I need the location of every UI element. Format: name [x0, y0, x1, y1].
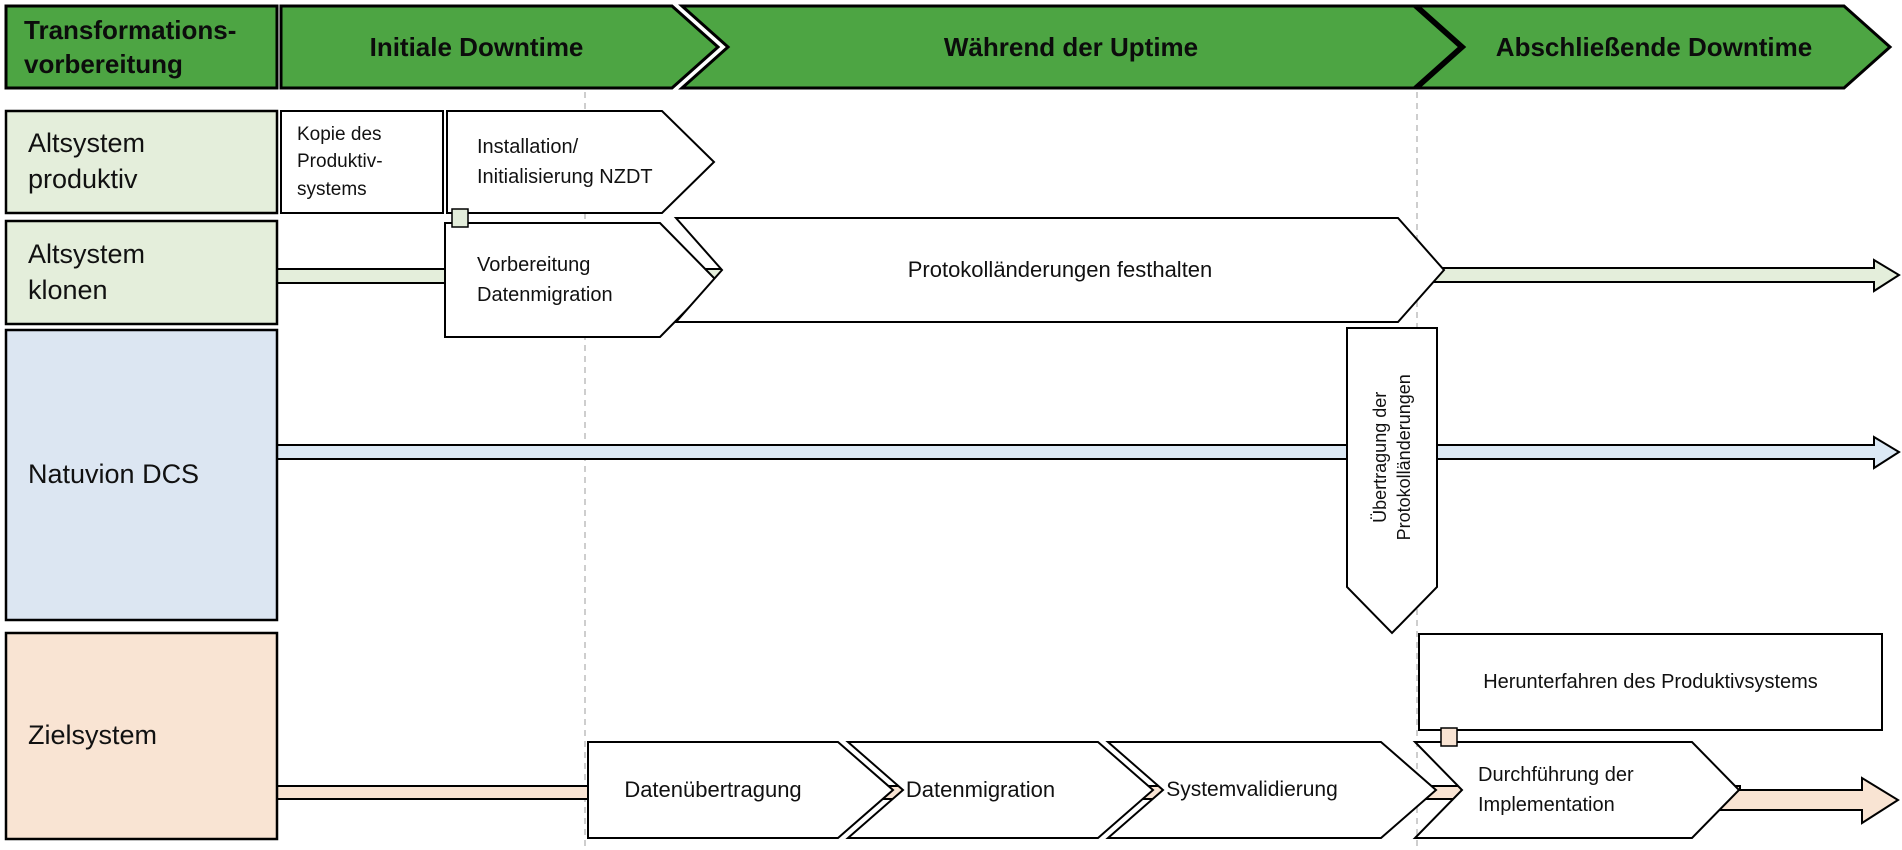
phase-label-initiale-downtime: Initiale Downtime [369, 31, 584, 62]
timeline-arrow-altsystem-klonen-right [1397, 258, 1901, 293]
step-label-kopie-produktivsystem: Kopie des Produktiv- systems [297, 123, 383, 200]
step-label-vorbereitung-datenmigration: Vorbereitung Datenmigration [477, 254, 613, 306]
step-label-datenuebertragung: Datenübertragung [624, 777, 802, 803]
phase-arrow-initiale-downtime [279, 4, 721, 90]
lane-label-altsystem-klonen: Altsystem klonen [28, 238, 146, 305]
step-label-installation-nzdt: Installation/ Initialisierung NZDT [477, 136, 653, 188]
step-label-protokollaenderungen-festhalten: Protokolländerungen festhalten [907, 257, 1213, 283]
lane-box-natuvion-dcs [4, 328, 279, 622]
step-label-datenmigration: Datenmigration [905, 777, 1056, 803]
step-arrow-uebertragung-protokollaenderungen [1346, 327, 1438, 635]
step-label-herunterfahren-produktivsystem: Herunterfahren des Produktivsystems [1483, 670, 1818, 693]
phase-arrow-waehrend-der-uptime [678, 4, 1463, 90]
phase-box-transformationsvorbereitung [4, 4, 279, 90]
lane-label-natuvion-dcs: Natuvion DCS [28, 459, 200, 490]
lane-label-altsystem-produktiv: Altsystem produktiv [28, 128, 146, 194]
step-arrow-durchfuehrung-implementation [1412, 741, 1741, 839]
timeline-arrow-zielsystem-right [1719, 776, 1900, 825]
timeline-arrow-natuvion-dcs [269, 435, 1901, 470]
step-label-uebertragung-protokollaenderungen: Übertragung der Protokolländerungen [1347, 328, 1437, 587]
phase-label-transformationsvorbereitung: Transformations- vorbereitung [24, 14, 237, 79]
step-box-herunterfahren-produktivsystem [1418, 633, 1883, 731]
rotated-text: Übertragung der Protokolländerungen [1369, 374, 1414, 541]
phase-label-abschliessende-downtime: Abschließende Downtime [1495, 31, 1813, 62]
step-arrow-datenuebertragung [587, 741, 895, 839]
step-label-durchfuehrung-implementation: Durchführung der Implementation [1478, 764, 1634, 816]
step-box-kopie-produktivsystem [280, 110, 444, 214]
phase-label-waehrend-der-uptime: Während der Uptime [943, 31, 1199, 62]
step-label-systemvalidierung: Systemvalidierung [1166, 778, 1338, 802]
step-arrow-datenmigration [845, 741, 1155, 839]
lane-box-altsystem-produktiv [4, 109, 279, 215]
connector-installation-to-vorbereitung [451, 208, 469, 228]
lane-box-altsystem-klonen [4, 219, 279, 326]
step-arrow-installation-nzdt [446, 110, 716, 214]
step-arrow-protokollaenderungen-festhalten [673, 217, 1446, 323]
phase-arrow-abschliessende-downtime [1414, 4, 1893, 90]
step-arrow-systemvalidierung [1105, 741, 1438, 839]
lane-box-zielsystem [4, 631, 279, 841]
connector-herunterfahren-to-durchfuehrung [1440, 727, 1458, 747]
lane-label-zielsystem: Zielsystem [28, 720, 158, 751]
